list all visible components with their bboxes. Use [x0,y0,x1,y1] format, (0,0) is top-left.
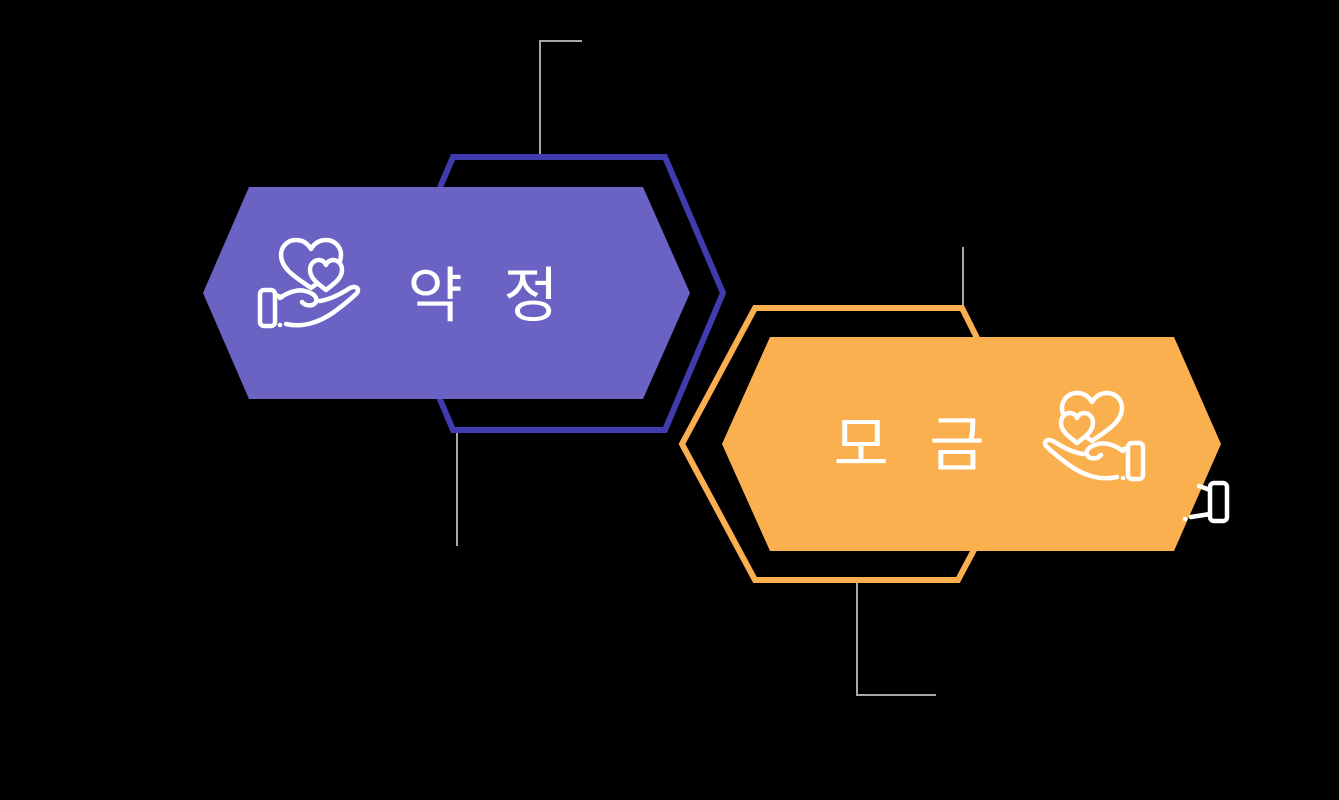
pledge-hexagon-outline [391,154,727,433]
pledge-label: 약 정 [407,263,570,330]
fundraising-label: 모 금 [833,412,996,479]
connector-top-elbow [539,40,582,154]
fundraising-hexagon[interactable] [722,337,1221,551]
partial-hand-cuff-icon [1182,480,1230,524]
connector-bottom-elbow [856,583,936,696]
